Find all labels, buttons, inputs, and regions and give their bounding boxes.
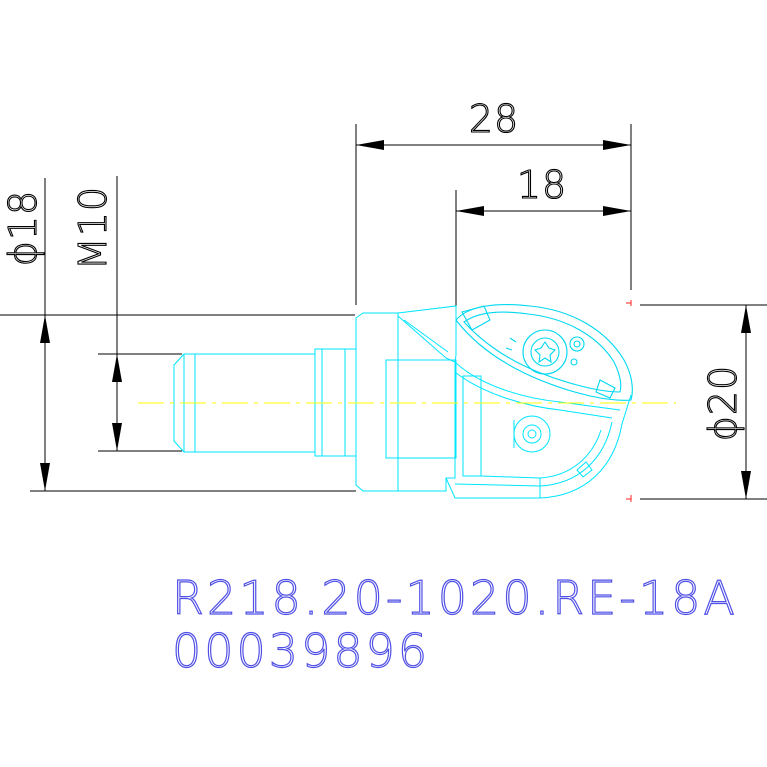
dimension-cutting-diameter: ϕ20 bbox=[640, 304, 767, 500]
cutting-insert bbox=[455, 303, 633, 401]
dimension-head-length: 18 bbox=[455, 162, 631, 306]
dimension-thread: M10 bbox=[70, 176, 182, 452]
dimension-thread-label: M10 bbox=[71, 186, 115, 270]
cutting-edge-marks bbox=[626, 300, 632, 502]
dimension-overall-length: 28 bbox=[355, 96, 632, 305]
part-number: R218.20-1020.RE-18A bbox=[171, 571, 738, 625]
article-number: 00039896 bbox=[171, 624, 431, 678]
dimension-shank-diameter: ϕ18 bbox=[0, 178, 356, 492]
dimension-shank-diameter-label: ϕ18 bbox=[1, 190, 45, 266]
dimension-overall-length-label: 28 bbox=[469, 97, 519, 141]
dimension-cutting-diameter-label: ϕ20 bbox=[701, 365, 745, 441]
tool-body bbox=[173, 305, 632, 499]
dimension-head-length-label: 18 bbox=[517, 163, 567, 207]
